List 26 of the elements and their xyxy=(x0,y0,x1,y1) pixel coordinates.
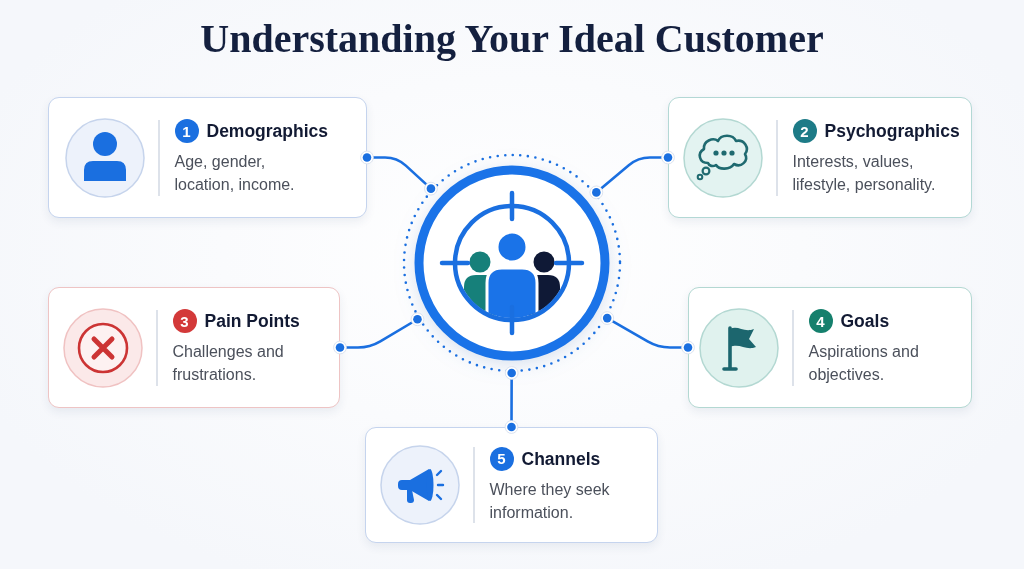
card-title: Goals xyxy=(840,310,890,333)
card-title: Pain Points xyxy=(204,310,300,333)
card-description: Age, gender, location, income. xyxy=(174,152,296,195)
connector-line xyxy=(589,150,675,200)
number-badge: 2 xyxy=(792,119,817,143)
info-card xyxy=(688,287,972,408)
info-card xyxy=(365,427,658,543)
card-description: Challenges and frustrations. xyxy=(172,342,285,385)
connector-line xyxy=(333,312,425,355)
connector-line xyxy=(600,311,695,355)
info-card xyxy=(48,287,340,408)
card-title: Psychographics xyxy=(824,120,960,143)
info-card xyxy=(48,97,367,218)
card-title: Demographics xyxy=(206,120,329,143)
connector-line xyxy=(360,150,438,196)
card-description: Aspirations and objectives. xyxy=(808,342,920,385)
connector-line xyxy=(504,366,519,434)
info-card xyxy=(668,97,972,218)
number-badge: 4 xyxy=(808,309,833,333)
number-badge: 1 xyxy=(174,119,199,143)
number-badge: 3 xyxy=(172,309,197,333)
number-badge: 5 xyxy=(489,446,514,471)
diagram-title: Understanding Your Ideal Customer xyxy=(200,17,824,61)
card-description: Interests, values, lifestyle, personality. xyxy=(792,152,937,195)
card-title: Channels xyxy=(521,447,601,471)
card-description: Where they seek information. xyxy=(489,479,611,523)
